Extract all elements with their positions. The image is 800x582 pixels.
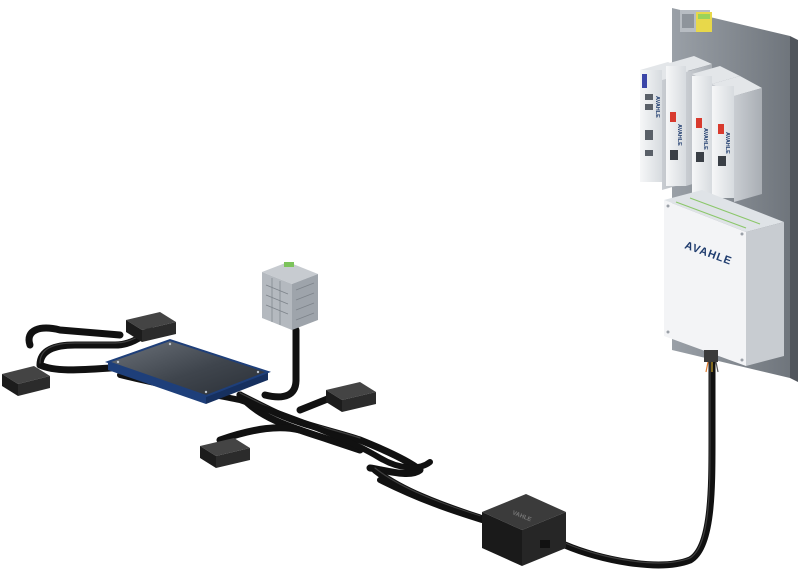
cable-lower-branch: [216, 424, 304, 444]
cable-network: [25, 324, 716, 569]
module-3-logo: AVAHLE: [702, 128, 708, 150]
cable-top-loop: [25, 324, 124, 349]
cable-gland: [704, 350, 719, 373]
power-supply-box: AVAHLE: [664, 190, 784, 373]
terminal-block: [680, 10, 712, 32]
din-rail-power-supply: [262, 262, 318, 330]
cable-to-wall: [561, 356, 716, 569]
sensor-box-left: [2, 366, 50, 396]
module-1-logo: AVAHLE: [654, 96, 660, 118]
module-2-logo: AVAHLE: [676, 124, 682, 146]
inverter-modules: AVAHLE AVAHLE AVAHLE AVAHLE: [640, 56, 762, 202]
charging-pad: [104, 338, 271, 404]
cable-right-sensor: [296, 394, 334, 414]
junction-box: VAHLE: [482, 494, 566, 566]
sensor-box-bottom: [200, 438, 250, 468]
cable-psu: [261, 326, 300, 401]
sensor-box-right: [326, 382, 376, 412]
module-4-logo: AVAHLE: [724, 132, 730, 154]
sensor-box-top: [126, 312, 176, 342]
inverter-module-4: AVAHLE: [712, 76, 762, 202]
